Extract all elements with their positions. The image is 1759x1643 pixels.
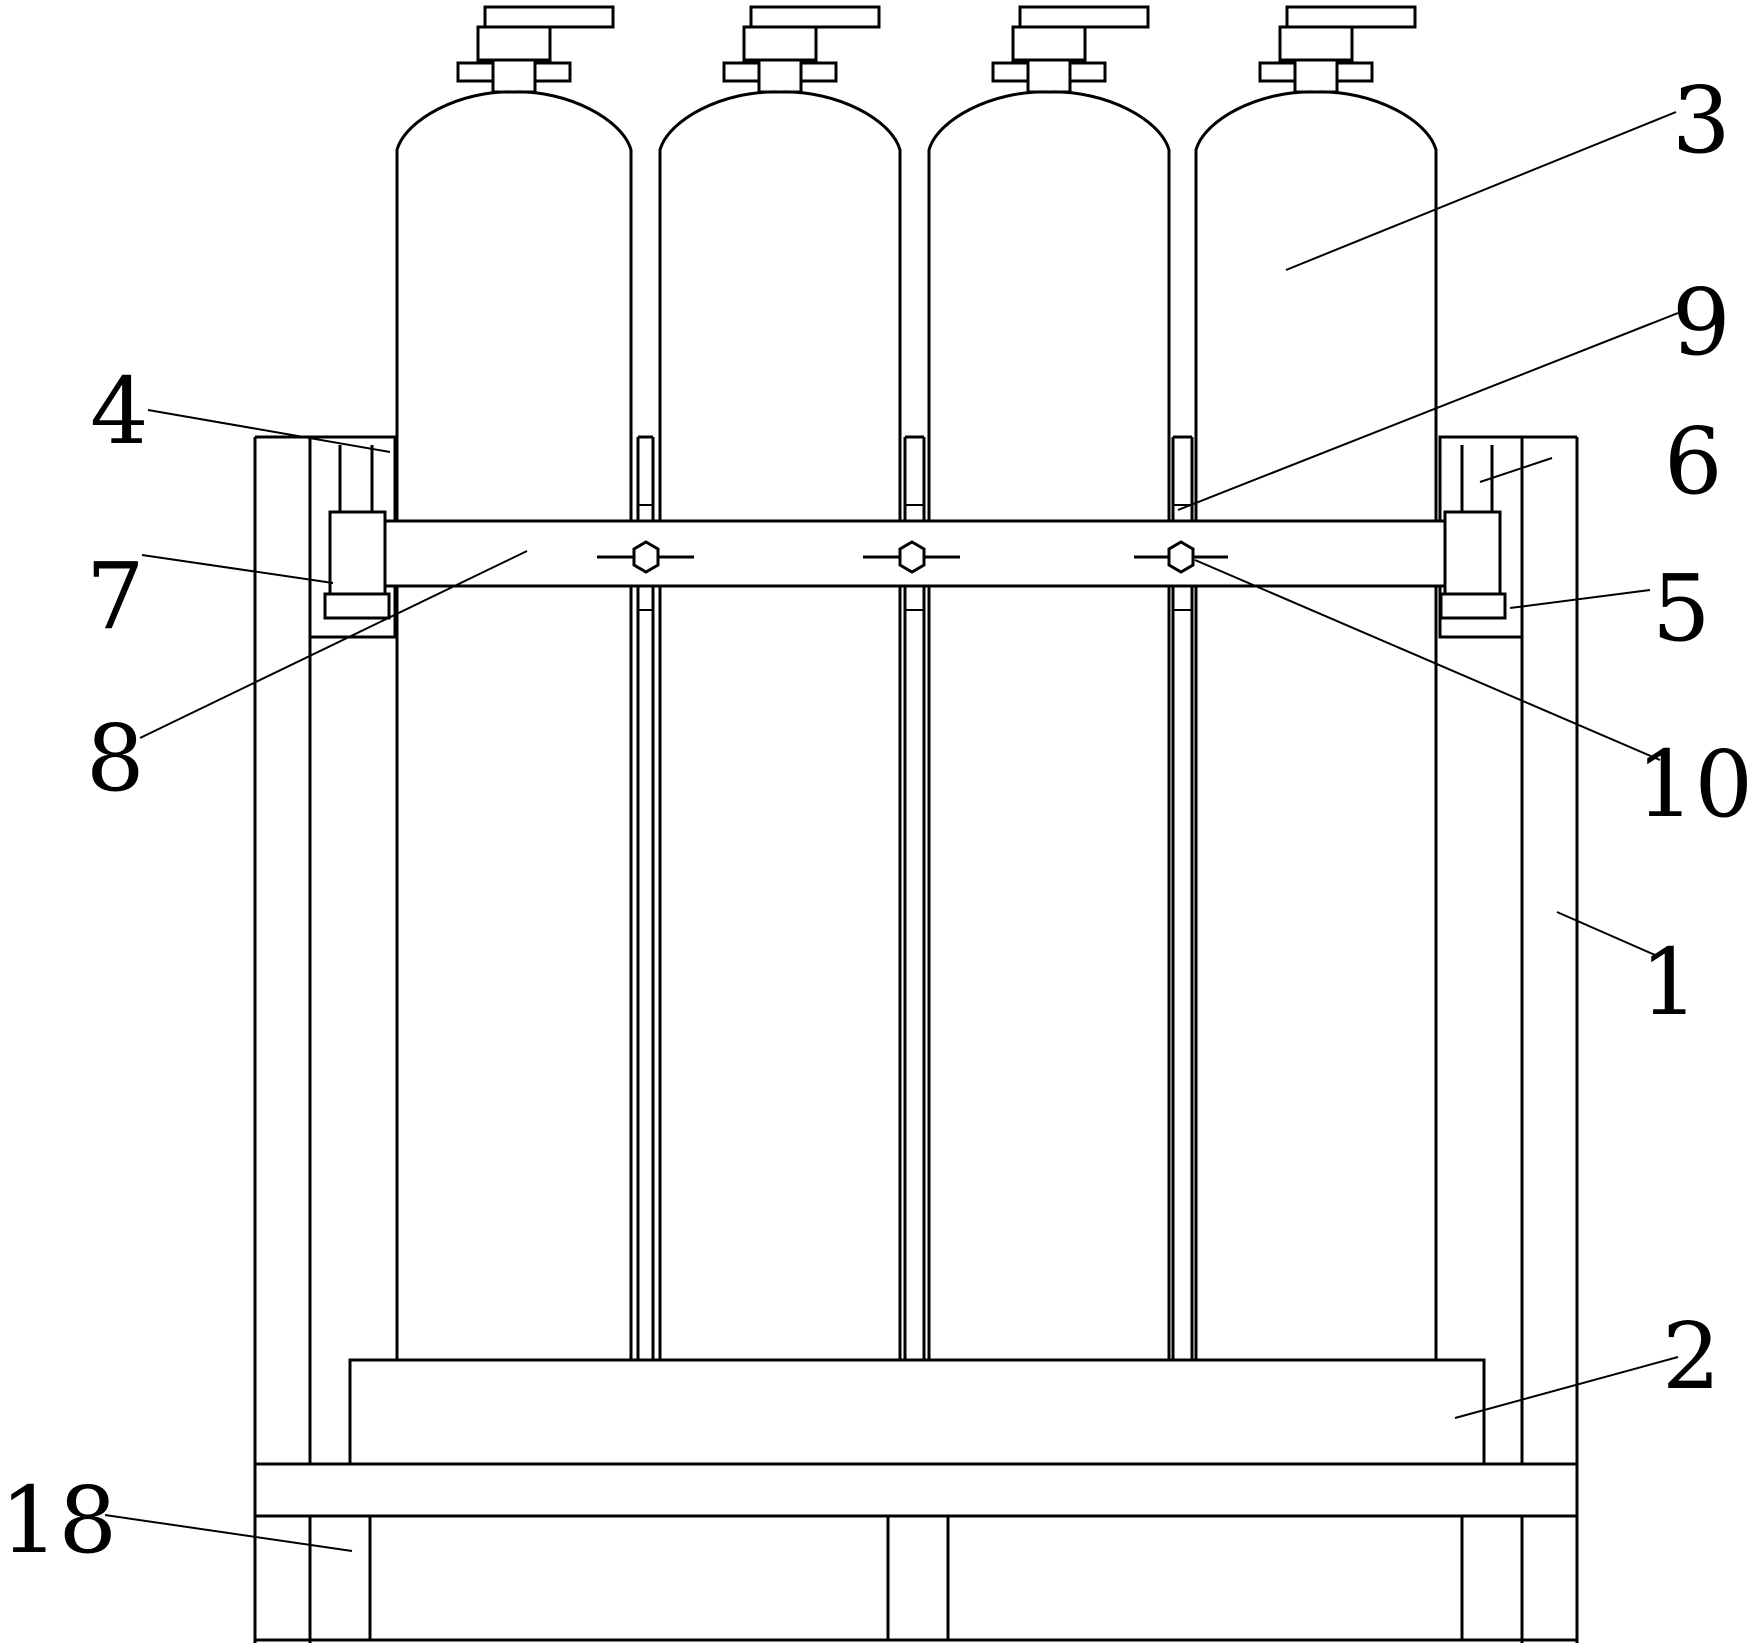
cylinder-4 xyxy=(1194,5,1438,1360)
label-9: 9 xyxy=(1672,269,1731,376)
left-slider xyxy=(323,510,391,620)
label-4: 4 xyxy=(90,358,149,465)
part-labels: 3 9 4 6 7 5 8 10 1 2 18 xyxy=(0,67,1753,1574)
locking-bolts xyxy=(597,540,1228,574)
label-5: 5 xyxy=(1652,555,1711,662)
locking-bolt-2 xyxy=(863,540,960,574)
label-7: 7 xyxy=(86,543,145,650)
cylinders xyxy=(395,5,1438,1360)
locking-bolt-1 xyxy=(597,540,694,574)
label-18: 18 xyxy=(0,1467,117,1574)
locking-bolt-3 xyxy=(1134,540,1228,574)
base-plate xyxy=(348,1358,1486,1466)
bottom-platform xyxy=(253,1462,1579,1643)
cylinder-2 xyxy=(658,5,902,1360)
label-8: 8 xyxy=(86,705,145,812)
leader-lines xyxy=(104,111,1679,1552)
cylinder-1 xyxy=(395,5,633,1360)
label-2: 2 xyxy=(1662,1303,1721,1410)
label-1: 1 xyxy=(1640,929,1699,1036)
separator-plates xyxy=(636,435,1194,1360)
cylinder-3 xyxy=(927,5,1171,1360)
base-feet xyxy=(255,1514,1577,1642)
right-slider xyxy=(1439,510,1507,620)
label-10: 10 xyxy=(1636,731,1753,838)
label-6: 6 xyxy=(1664,408,1723,515)
label-3: 3 xyxy=(1672,67,1731,174)
